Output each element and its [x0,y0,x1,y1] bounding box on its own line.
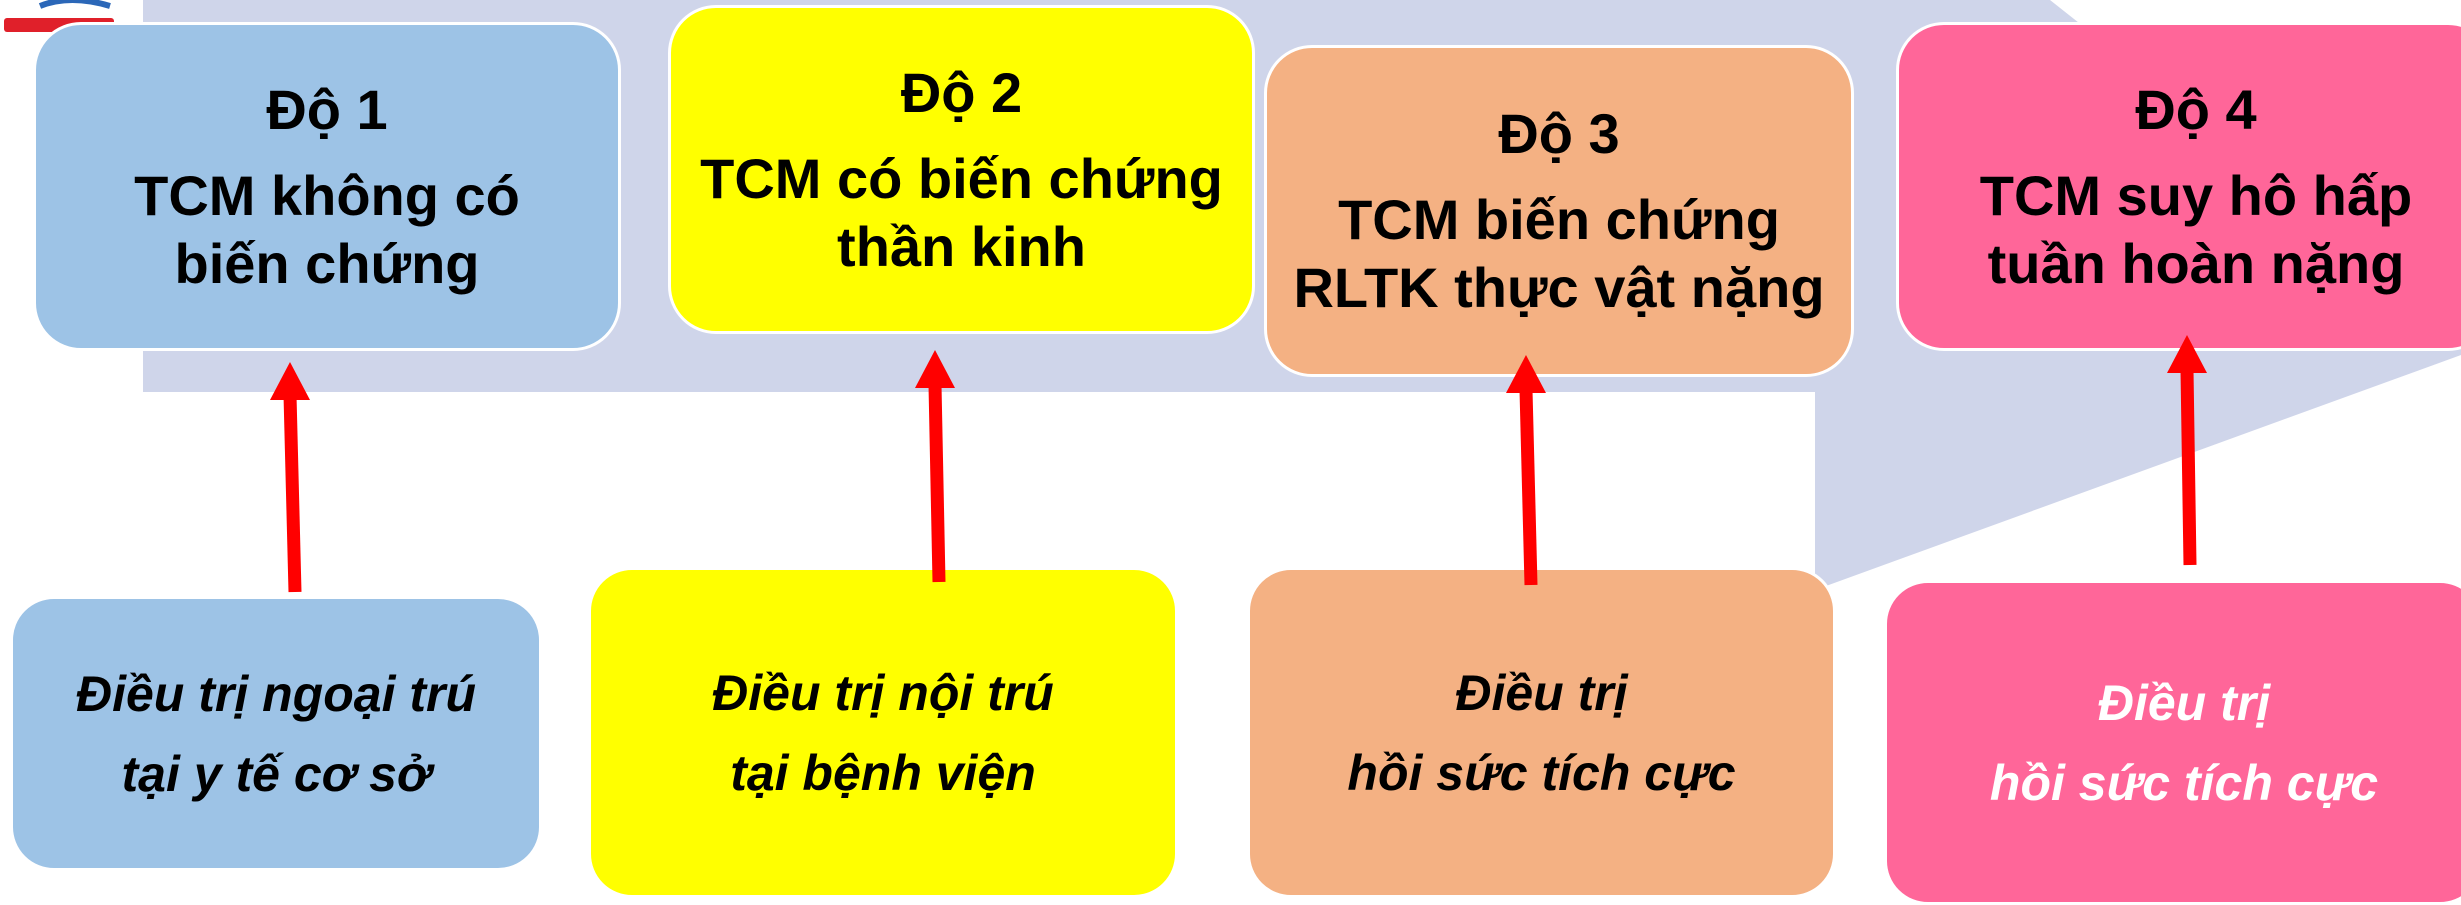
grade-1-desc-line2: biến chứng [174,231,480,295]
treatment-3-line1: Điều trị [1455,664,1628,721]
grade-3-desc-line2: RLTK thực vật nặng [1293,256,1825,319]
grade-2-desc-line1: TCM có biến chứng [700,146,1223,210]
grade-3-desc-line1: TCM biến chứng [1338,188,1780,251]
treatment-1-box: Điều trị ngoại trú tại y tế cơ sở [10,596,542,871]
treatment-2-box: Điều trị nội trú tại bệnh viện [588,567,1178,898]
treatment-3-line2: hồi sức tích cực [1347,744,1736,801]
grade-4-desc-line2: tuần hoàn nặng [1987,231,2405,295]
treatment-1-line2: tại y tế cơ sở [121,745,431,802]
grade-4-title: Độ 4 [2135,77,2257,141]
grade-2-desc-line2: thần kinh [837,214,1086,278]
treatment-4-line2: hồi sức tích cực [1989,754,2379,811]
grade-1-desc-line1: TCM không có [134,163,520,227]
treatment-2-line1: Điều trị nội trú [712,664,1054,721]
treatment-1-line1: Điều trị ngoại trú [76,665,476,722]
grade-4-desc-line1: TCM suy hô hấp [1979,163,2413,227]
grade-3-title: Độ 3 [1498,102,1620,165]
treatment-4-line1: Điều trị [2097,674,2271,731]
grade-2-title: Độ 2 [900,60,1023,124]
treatment-2-line2: tại bệnh viện [730,744,1036,801]
grade-1-box: Độ 1 TCM không có biến chứng [33,22,621,351]
grade-2-box: Độ 2 TCM có biến chứng thần kinh [668,5,1255,334]
grade-1-title: Độ 1 [266,77,388,141]
grade-4-box: Độ 4 TCM suy hô hấp tuần hoàn nặng [1896,22,2461,351]
treatment-4-box: Điều trị hồi sức tích cực [1884,580,2461,905]
grade-3-box: Độ 3 TCM biến chứng RLTK thực vật nặng [1264,45,1854,377]
treatment-3-box: Điều trị hồi sức tích cực [1247,567,1836,898]
